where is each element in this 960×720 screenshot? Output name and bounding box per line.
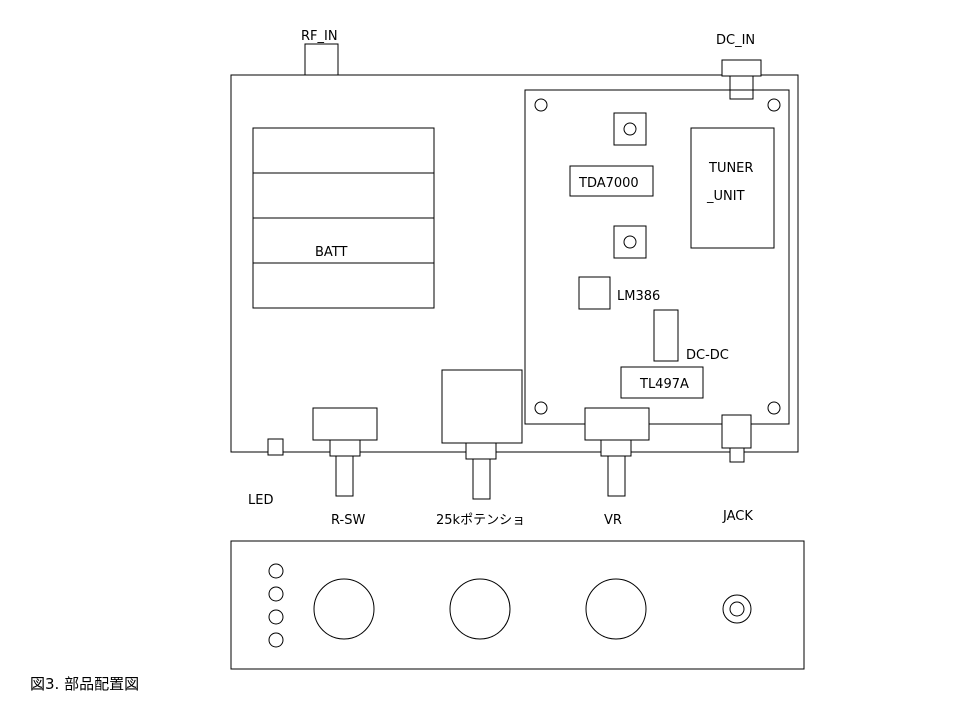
front-panel bbox=[230, 540, 805, 670]
r-sw-knob-hole bbox=[313, 578, 375, 640]
lm386-label: LM386 bbox=[617, 289, 660, 304]
mount-hole bbox=[534, 98, 548, 112]
tuner-label-line2: _UNIT bbox=[706, 189, 745, 204]
coil-lower bbox=[613, 225, 647, 259]
r-sw-label: R-SW bbox=[331, 513, 365, 528]
batt-label: BATT bbox=[315, 245, 348, 260]
dc-in-label: DC_IN bbox=[716, 33, 755, 48]
tda7000-chip bbox=[569, 165, 654, 197]
mount-hole bbox=[767, 401, 781, 415]
mount-hole bbox=[767, 98, 781, 112]
tl497a-chip bbox=[620, 366, 704, 399]
jack-hole bbox=[722, 594, 752, 624]
mount-hole bbox=[534, 401, 548, 415]
lm386-chip bbox=[578, 276, 611, 310]
potentiometer-label: 25kポテンショ bbox=[436, 513, 525, 528]
jack-label: JACK bbox=[722, 509, 753, 524]
vr-volume bbox=[584, 407, 650, 497]
tuner-label-line1: TUNER bbox=[708, 161, 753, 176]
enclosure-top-view bbox=[230, 74, 799, 453]
tda7000-label: TDA7000 bbox=[578, 176, 639, 191]
vr-knob-hole bbox=[585, 578, 647, 640]
tuner-unit bbox=[690, 127, 775, 249]
coil-upper bbox=[613, 112, 647, 146]
dc-dc-label: DC-DC bbox=[686, 348, 729, 363]
rf-in-connector bbox=[304, 43, 339, 76]
audio-jack bbox=[721, 414, 752, 463]
rf-in-label: RF_IN bbox=[301, 29, 338, 44]
vr-label: VR bbox=[604, 513, 622, 528]
potentiometer-shaft bbox=[465, 442, 497, 500]
r-sw-switch bbox=[312, 407, 378, 497]
led-label: LED bbox=[248, 493, 273, 508]
potentiometer-knob-hole bbox=[449, 578, 511, 640]
figure-caption: 図3. 部品配置図 bbox=[30, 675, 139, 693]
potentiometer-body bbox=[441, 369, 523, 444]
dc-in-connector bbox=[721, 59, 762, 77]
pcb-board bbox=[524, 89, 790, 425]
dc-in-connector-body bbox=[729, 75, 754, 100]
battery-pack bbox=[252, 127, 435, 309]
led-holes bbox=[268, 563, 284, 648]
dc-dc-component bbox=[653, 309, 679, 362]
tl497a-label: TL497A bbox=[639, 377, 689, 392]
led-component bbox=[267, 438, 284, 456]
